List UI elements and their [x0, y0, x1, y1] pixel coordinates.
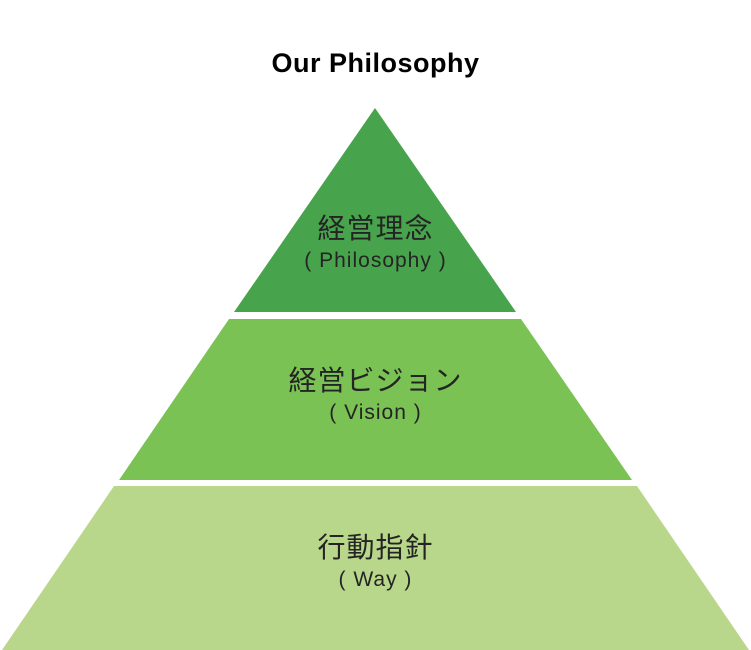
tier-way-label: 行動指針 ( Way ) [0, 531, 751, 595]
page-title: Our Philosophy [271, 48, 480, 78]
tier-way-shape [2, 486, 749, 650]
tier-vision-shape [119, 319, 632, 480]
tier-philosophy-label-ja: 経営理念 [317, 213, 434, 244]
tier-philosophy-label-en: ( Philosophy ) [304, 249, 447, 272]
tier-vision-label-en: ( Vision ) [329, 401, 422, 424]
tier-way-label-ja: 行動指針 [317, 532, 434, 563]
tier-philosophy-label: 経営理念 ( Philosophy ) [0, 212, 751, 276]
tier-philosophy-shape [234, 108, 516, 312]
tier-vision-label: 経営ビジョン ( Vision ) [0, 364, 751, 428]
tier-way-label-en: ( Way ) [338, 568, 413, 591]
tier-vision-label-ja: 経営ビジョン [288, 365, 463, 396]
